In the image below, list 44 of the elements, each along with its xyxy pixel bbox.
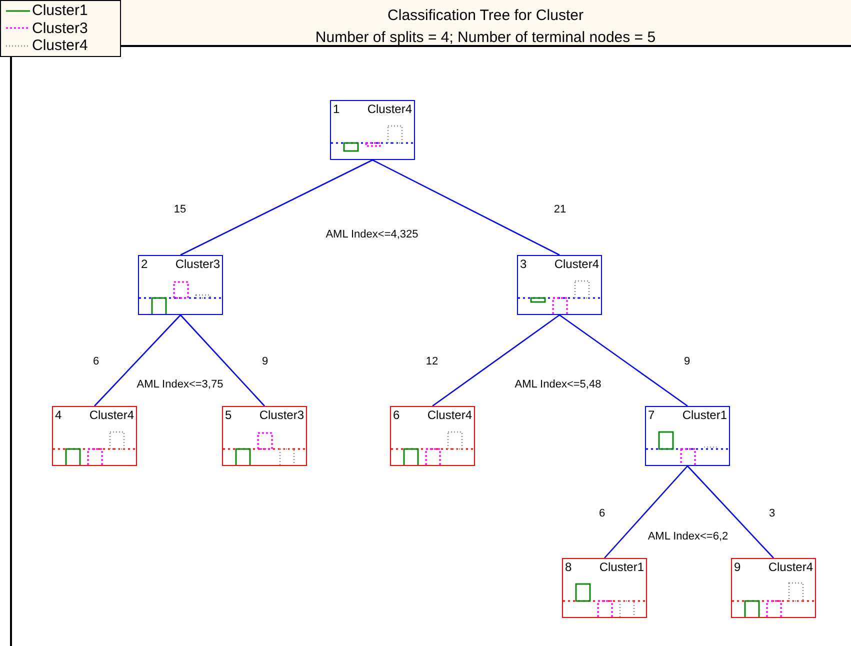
branch-line (180, 314, 265, 406)
node-number: 4 (55, 408, 62, 422)
chart-title: Classification Tree for Cluster (388, 6, 584, 26)
subtitle: Number of splits = 4; Number of terminal nodes = 5 (315, 28, 656, 48)
class-label: Cluster1 (682, 408, 727, 422)
tree-node-box (390, 406, 475, 466)
split-rule-label: AML Index<=5,48 (514, 378, 602, 392)
class-label: Cluster4 (89, 408, 134, 422)
branch-line (604, 466, 688, 558)
branch-line (432, 314, 560, 407)
split-rule-label: AML Index<=3,75 (136, 378, 224, 392)
node-number: 1 (333, 102, 340, 116)
node-number: 3 (520, 257, 527, 271)
node-number: 9 (734, 560, 741, 574)
tree-node-box (222, 406, 307, 466)
tree-node-box (562, 558, 647, 618)
branch-line (94, 314, 181, 406)
node-number: 8 (565, 560, 572, 574)
legend-label: Cluster1 (32, 2, 88, 20)
legend-label: Cluster4 (32, 37, 88, 54)
tree-node-box (52, 406, 137, 466)
class-label: Cluster4 (427, 408, 472, 422)
class-label: Cluster3 (175, 257, 220, 271)
split-rule-label: AML Index<=4,325 (324, 228, 420, 242)
class-label: Cluster3 (259, 408, 304, 422)
node-number: 5 (225, 408, 232, 422)
class-label: Cluster1 (599, 560, 644, 574)
class-label: Cluster4 (367, 102, 412, 116)
branch-line (372, 159, 560, 256)
class-label: Cluster4 (768, 560, 813, 574)
class-label: Cluster4 (554, 257, 599, 271)
node-number: 6 (393, 408, 400, 422)
branch-line (180, 159, 373, 256)
tree-node-box (138, 255, 223, 315)
tree-node-box (645, 406, 730, 466)
tree-node-box (517, 255, 602, 315)
branch-line (559, 314, 688, 407)
node-number: 2 (141, 257, 148, 271)
split-rule-label: AML Index<=6,2 (646, 530, 730, 544)
legend-label: Cluster3 (32, 20, 88, 37)
node-number: 7 (648, 408, 655, 422)
tree-node-box (330, 100, 415, 160)
tree-node-box (731, 558, 816, 618)
branch-line (687, 466, 774, 558)
